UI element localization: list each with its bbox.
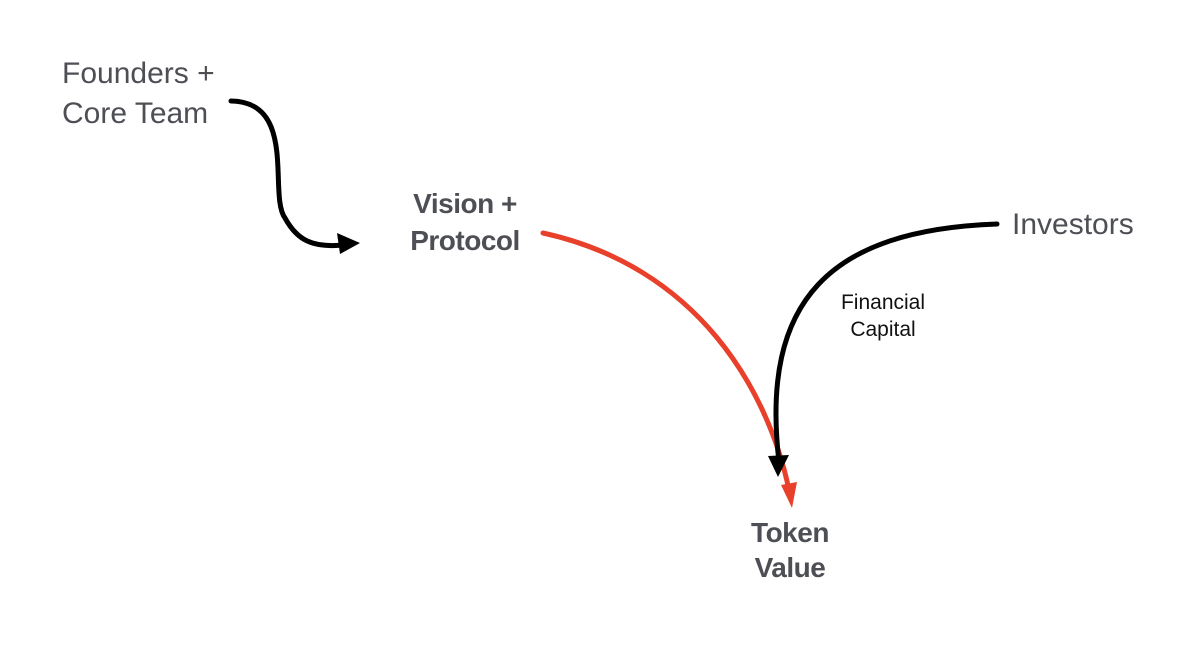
financial-capital-label: Financial Capital [818,289,948,343]
vision-node: Vision + Protocol [390,185,540,259]
investors-to-token-arrow [773,221,1000,465]
token-value-node: Token Value [715,515,865,585]
token-label-line2: Value [754,552,826,583]
investors-to-token-arrowhead [768,455,789,477]
founders-to-vision-arrow [228,98,347,249]
token-label-line1: Token [751,517,829,548]
investors-label: Investors [1012,208,1134,241]
vision-to-token-arrowhead [781,482,797,508]
vision-label-line1: Vision + [413,188,517,219]
capital-label-line2: Capital [850,318,916,341]
investors-node: Investors [1012,206,1134,244]
vision-label-line2: Protocol [410,225,520,256]
founders-label-line2: Core Team [62,97,209,130]
capital-label-line1: Financial [840,291,926,314]
founders-to-vision-arrowhead [337,233,360,254]
founders-label-line1: Founders + [62,57,215,90]
founders-node: Founders + Core Team [62,54,215,134]
vision-to-token-arrow [540,230,792,493]
